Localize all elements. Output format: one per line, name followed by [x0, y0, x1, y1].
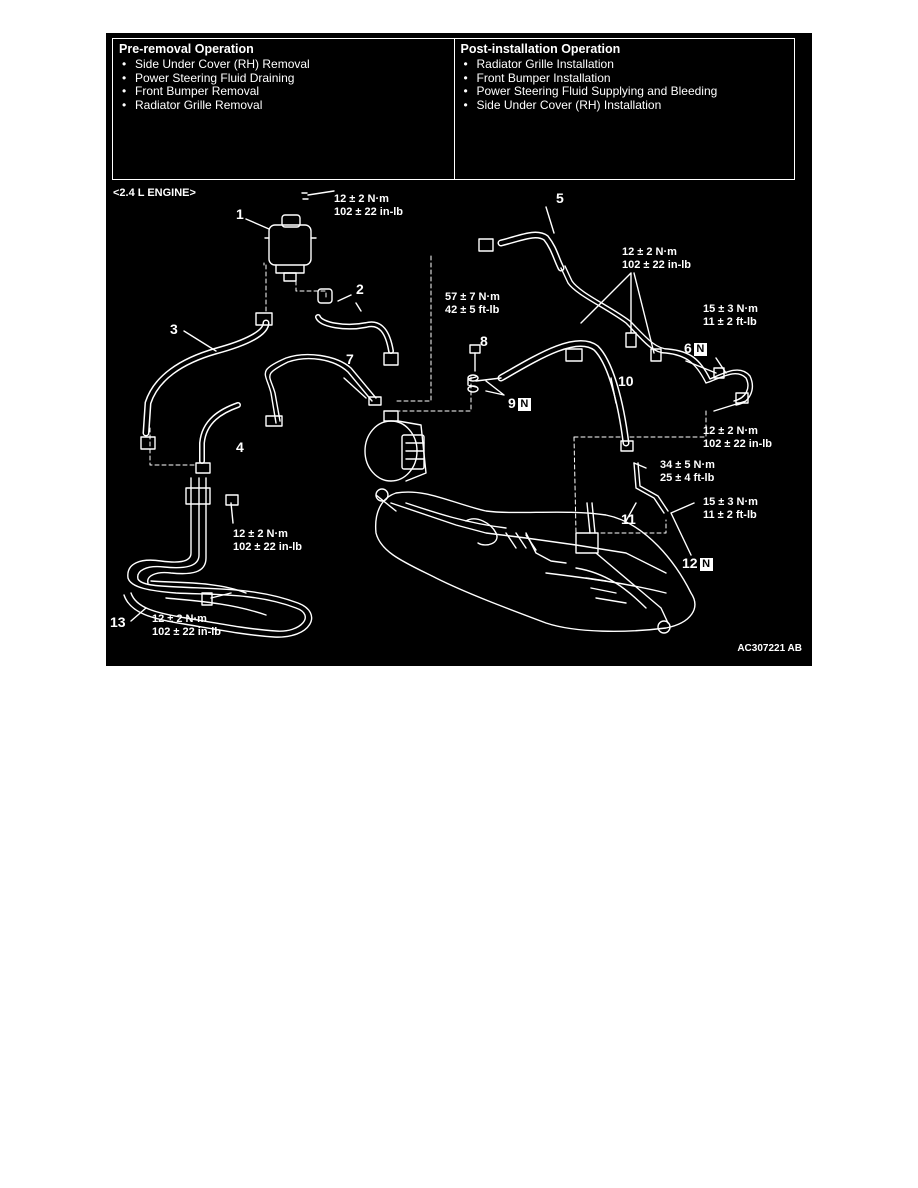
- part-number-10: 10: [618, 373, 634, 389]
- figure-code: AC307221 AB: [737, 643, 802, 654]
- suction-hose-2: [315, 314, 394, 354]
- list-item: Side Under Cover (RH) Removal: [119, 57, 448, 72]
- post-installation-list: Radiator Grille Installation Front Bumpe…: [461, 57, 789, 113]
- return-pipe-6: [560, 267, 749, 402]
- operations-table: Pre-removal Operation Side Under Cover (…: [112, 38, 795, 180]
- list-item: Radiator Grille Removal: [119, 98, 448, 113]
- part-number-4: 4: [236, 439, 244, 455]
- part-number-3: 3: [170, 321, 178, 337]
- post-installation-heading: Post-installation Operation: [460, 42, 621, 56]
- pressure-hose-10: [497, 340, 630, 447]
- service-figure: Pre-removal Operation Side Under Cover (…: [106, 33, 812, 666]
- part-number-7: 7: [346, 351, 354, 367]
- part-number-11: 11: [621, 511, 636, 527]
- part-number-8: 8: [480, 333, 488, 349]
- new-part-badge: N: [693, 343, 707, 356]
- list-item: Front Bumper Installation: [461, 71, 789, 86]
- list-item: Radiator Grille Installation: [461, 57, 789, 72]
- new-part-badge: N: [699, 558, 713, 571]
- pressure-pipe-7: [264, 353, 377, 424]
- list-item: Front Bumper Removal: [119, 84, 448, 99]
- post-installation-column: Post-installation Operation Radiator Gri…: [453, 39, 795, 179]
- part-number-13: 13: [110, 614, 126, 630]
- new-part-badge: N: [517, 398, 531, 411]
- part-number-2: 2: [356, 281, 364, 297]
- power-steering-line-art: [123, 190, 754, 638]
- pre-removal-heading: Pre-removal Operation: [119, 42, 254, 56]
- pre-removal-list: Side Under Cover (RH) Removal Power Stee…: [119, 57, 448, 113]
- list-item: Power Steering Fluid Draining: [119, 71, 448, 86]
- list-item: Side Under Cover (RH) Installation: [461, 98, 789, 113]
- part-number-1: 1: [236, 206, 244, 222]
- engine-label: <2.4 L ENGINE>: [113, 187, 196, 199]
- reservoir-tank: [264, 190, 335, 282]
- pipe-11: [633, 462, 665, 514]
- oil-cooler-tube-13: [123, 477, 313, 638]
- steering-gear-and-crossmember: [374, 488, 696, 634]
- part-number-5: 5: [556, 190, 564, 206]
- oil-pump: [364, 410, 427, 482]
- list-item: Power Steering Fluid Supplying and Bleed…: [461, 84, 789, 99]
- pre-removal-column: Pre-removal Operation Side Under Cover (…: [113, 39, 454, 179]
